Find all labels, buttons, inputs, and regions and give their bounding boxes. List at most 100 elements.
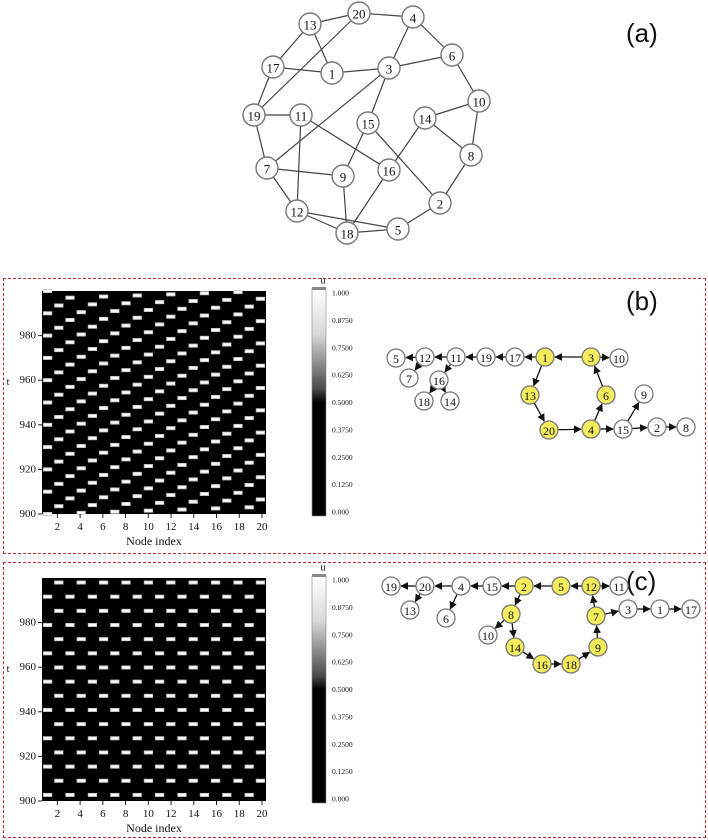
spike-core <box>88 624 96 627</box>
spike-core <box>111 595 119 598</box>
node-label: 6 <box>603 389 609 403</box>
spike-core <box>144 509 152 512</box>
spike-core <box>88 414 96 417</box>
spike-core <box>122 666 130 669</box>
spike-core <box>44 624 52 627</box>
spike-core <box>111 624 119 627</box>
node-label: 9 <box>641 388 647 402</box>
node-label: 11 <box>295 109 308 124</box>
node-circle <box>436 608 456 628</box>
node-label: 5 <box>393 352 399 366</box>
node-circle <box>356 111 380 135</box>
x-tick-label: 20 <box>257 521 269 533</box>
network-node-1: 1 <box>320 61 344 85</box>
node-circle <box>298 12 322 36</box>
spike-core <box>88 459 96 462</box>
network-node-16: 16 <box>377 158 401 182</box>
spike-core <box>200 470 208 473</box>
panel-a-label: (a) <box>626 18 658 48</box>
tree-node-17: 17 <box>681 599 701 619</box>
spike-core <box>77 638 85 641</box>
spike-core <box>212 638 220 641</box>
spike-core <box>234 609 242 612</box>
spike-core <box>144 375 152 378</box>
spike-core <box>223 680 231 683</box>
spike-core <box>256 723 264 726</box>
spike-core <box>100 694 108 697</box>
spike-core <box>77 694 85 697</box>
spike-core <box>88 437 96 440</box>
heatmap-background <box>42 291 266 514</box>
spike-core <box>55 393 63 396</box>
spike-core <box>133 624 141 627</box>
network-node-2: 2 <box>428 191 452 215</box>
node-circle <box>242 103 266 127</box>
tree-node-9: 9 <box>634 384 654 404</box>
spike-core <box>122 779 130 782</box>
spike-core <box>144 398 152 401</box>
spike-core <box>245 305 253 308</box>
spike-core <box>178 737 186 740</box>
node-circle <box>451 576 471 596</box>
spike-core <box>77 355 85 358</box>
x-tick-label: 8 <box>123 808 129 820</box>
spike-core <box>88 595 96 598</box>
spike-core <box>122 436 130 439</box>
spike-core <box>66 452 74 455</box>
spike-core <box>144 694 152 697</box>
spike-core <box>133 316 141 319</box>
node-circle <box>400 600 420 620</box>
spike-core <box>156 301 164 304</box>
spike-core <box>44 312 52 315</box>
x-tick-label: 12 <box>166 521 177 533</box>
spike-core <box>111 737 119 740</box>
spike-core <box>144 353 152 356</box>
spike-core <box>44 423 52 426</box>
network-edge <box>300 114 390 171</box>
spike-core <box>156 368 164 371</box>
spike-core <box>223 432 231 435</box>
spike-core <box>55 349 63 352</box>
spike-core <box>223 298 231 301</box>
spike-core <box>77 751 85 754</box>
spike-core <box>167 315 175 318</box>
node-label: 16 <box>536 658 548 672</box>
spike-core <box>111 652 119 655</box>
node-circle <box>399 368 419 388</box>
spike-core <box>66 363 74 366</box>
spike-core <box>100 473 108 476</box>
x-tick-label: 18 <box>234 808 246 820</box>
spike-core <box>200 492 208 495</box>
y-tick-label: 980 <box>20 617 37 629</box>
y-axis-label: t <box>7 664 10 675</box>
node-label: 19 <box>385 580 397 594</box>
spike-core <box>234 581 242 584</box>
spike-core <box>189 500 197 503</box>
spike-core <box>100 666 108 669</box>
spike-core <box>245 793 253 796</box>
spike-core <box>55 666 63 669</box>
cycle-node-circle <box>505 637 525 657</box>
spike-core <box>66 408 74 411</box>
spike-core <box>178 463 186 466</box>
node-label: 6 <box>449 49 456 64</box>
tree-arrow <box>414 362 423 371</box>
spike-core <box>178 486 186 489</box>
spike-core <box>212 329 220 332</box>
spike-core <box>189 456 197 459</box>
node-circle <box>609 348 629 368</box>
spike-core <box>88 481 96 484</box>
spike-core <box>100 340 108 343</box>
spike-core <box>234 335 242 338</box>
spike-core <box>111 310 119 313</box>
spike-core <box>212 779 220 782</box>
tree-node-12: 12 <box>581 576 601 596</box>
node-circle <box>386 217 410 241</box>
node-circle <box>478 625 498 645</box>
node-label: 16 <box>433 374 445 388</box>
tree-node-11: 11 <box>609 576 629 596</box>
spike-core <box>245 506 253 509</box>
node-label: 11 <box>450 351 462 365</box>
node-label: 15 <box>362 117 375 132</box>
